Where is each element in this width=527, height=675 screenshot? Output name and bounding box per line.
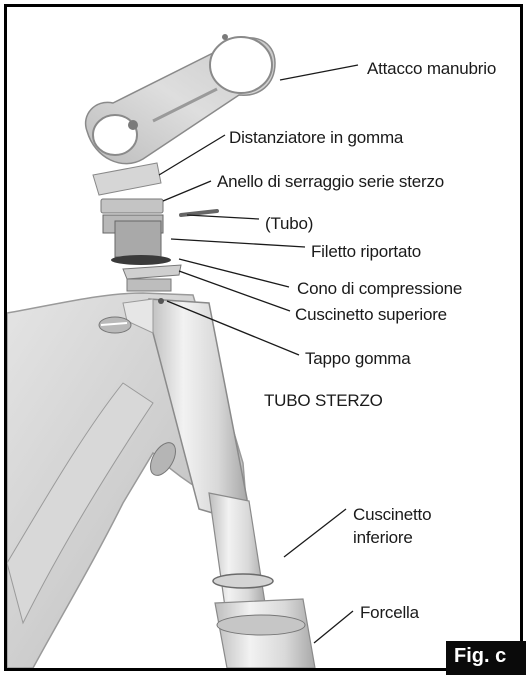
label-tubo-sterzo: TUBO STERZO [264, 391, 383, 411]
label-forcella: Forcella [360, 603, 419, 623]
label-distanziatore: Distanziatore in gomma [229, 128, 403, 148]
figure-tag-label: Fig. c [454, 645, 506, 668]
bike-frame [7, 293, 247, 668]
label-anello-serraggio: Anello di serraggio serie sterzo [217, 172, 444, 192]
headset-stack [93, 163, 217, 291]
fork-part [209, 493, 315, 668]
label-cono-compressione: Cono di compressione [297, 279, 462, 299]
label-cuscinetto-inferiore-line2: inferiore [353, 528, 413, 548]
label-cuscinetto-inferiore-line1: Cuscinetto [353, 505, 431, 525]
label-filetto: Filetto riportato [311, 242, 421, 262]
label-attacco-manubrio: Attacco manubrio [367, 59, 496, 79]
headset-assembly-illustration [7, 7, 520, 668]
figure-tag: Fig. c [446, 641, 526, 675]
label-cuscinetto-superiore: Cuscinetto superiore [295, 305, 447, 325]
label-tubo: (Tubo) [265, 214, 313, 234]
diagram-frame: Attacco manubrio Distanziatore in gomma … [4, 4, 523, 671]
label-tappo-gomma: Tappo gomma [305, 349, 411, 369]
